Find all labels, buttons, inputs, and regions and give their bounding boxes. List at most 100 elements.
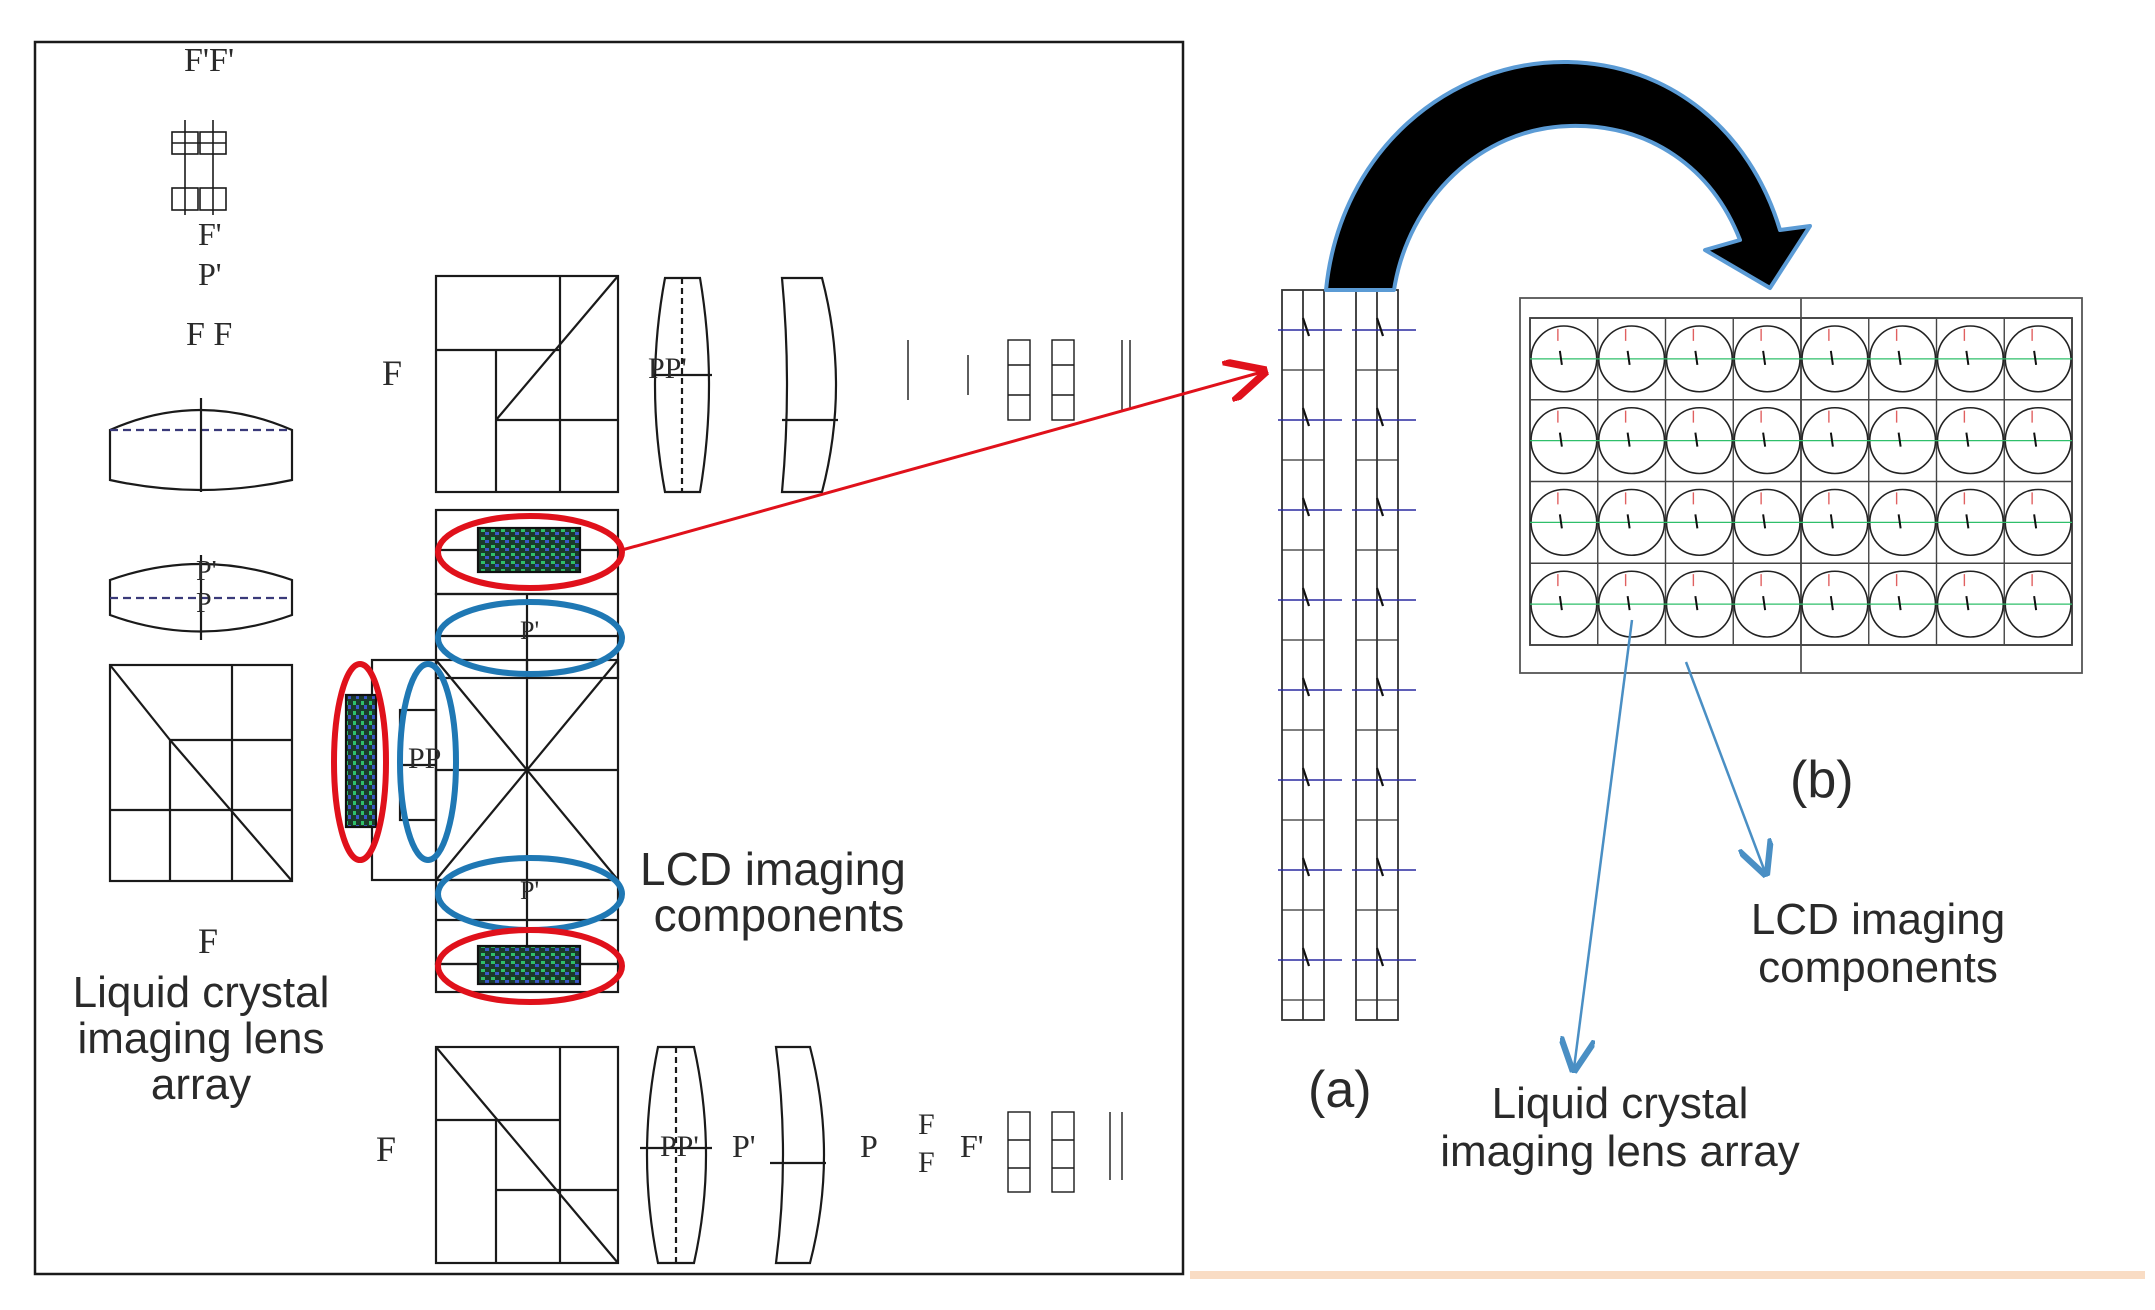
glyph-f-prime-top: F'	[198, 216, 222, 252]
panel-a-ray-mark	[1301, 407, 1311, 427]
label-lens-array-right-line1: Liquid crystal	[1491, 1079, 1749, 1128]
panel-b-ray-mark	[1694, 595, 1699, 611]
red-highlight-top	[435, 513, 625, 591]
panel-b-grid	[1529, 317, 2073, 646]
lcd-strip-left	[344, 693, 378, 829]
top-mini-lens-group	[171, 120, 227, 215]
panel-a-ray-mark	[1375, 677, 1385, 697]
label-lcd-components-right: LCD imaging components	[1718, 896, 2038, 992]
bottom-lens-2	[774, 1045, 826, 1265]
left-prism-square	[108, 663, 294, 883]
panel-a-ray-mark	[1375, 587, 1385, 607]
label-lcd-components-right-line1: LCD imaging	[1750, 895, 2006, 944]
label-lens-array-left-line2: imaging lens	[77, 1014, 325, 1063]
panel-b-ray-mark	[1965, 350, 1970, 366]
panel-a-lens-columns	[1278, 289, 1416, 1021]
panel-b-ray-mark	[1965, 432, 1970, 447]
blue-callout-lens-array	[1574, 619, 1634, 1068]
glyph-f-left: F	[198, 921, 219, 961]
panel-b-ray-mark	[1965, 595, 1970, 611]
glyph-p-prime-upper-center: P'	[520, 616, 540, 645]
label-lens-array-left-line1: Liquid crystal	[72, 968, 330, 1017]
panel-b-ray-mark	[1762, 514, 1767, 529]
panel-b-ray-mark	[1626, 432, 1631, 447]
red-callout-arrow	[621, 372, 1262, 552]
panel-b-ray-mark	[1897, 350, 1902, 366]
panel-a-ray-mark	[1301, 857, 1311, 877]
panel-b-ray-mark	[2033, 432, 2038, 447]
left-figure-frame	[33, 40, 1185, 1276]
panel-a-ray-mark	[1301, 767, 1311, 787]
glyph-p-left: P	[196, 588, 212, 619]
panel-a-ray-mark	[1375, 497, 1385, 517]
panel-a-ray-mark	[1301, 587, 1311, 607]
panel-b-ray-mark	[1694, 432, 1699, 447]
bottom-prism-square	[434, 1045, 620, 1265]
label-lcd-components-left-line1: LCD imaging	[640, 843, 906, 895]
left-lens-upper	[108, 408, 294, 492]
panel-b-ray-mark	[1897, 514, 1902, 529]
panel-a-ray-mark	[1375, 317, 1385, 337]
panel-b-ray-mark	[1829, 350, 1834, 366]
panel-b-ray-mark	[1694, 350, 1699, 366]
glyph-f-bottom-2: F	[918, 1146, 935, 1179]
label-lens-array-right: Liquid crystal imaging lens array	[1400, 1080, 1840, 1176]
blue-callout-lcd	[1684, 661, 1765, 872]
panel-a-ray-mark	[1375, 857, 1385, 877]
top-prism-square	[434, 274, 620, 494]
label-lens-array-right-line2: imaging lens array	[1440, 1127, 1800, 1176]
panel-b-ray-mark	[1558, 595, 1563, 611]
label-lens-array-left-line3: array	[150, 1060, 252, 1109]
blue-highlight-upper	[435, 599, 625, 677]
panel-a-ray-mark	[1301, 317, 1311, 337]
panel-b-ray-mark	[1829, 432, 1834, 447]
panel-b-lens-array	[1519, 297, 2083, 674]
panel-b-ray-mark	[2033, 350, 2038, 366]
panel-b-ray-mark	[1762, 595, 1767, 611]
glyph-p-prime-top: P'	[198, 256, 222, 292]
panel-b-ray-mark	[1558, 432, 1563, 447]
left-figure	[33, 40, 1185, 1276]
blue-highlight-left	[397, 661, 459, 863]
label-lcd-components-left: LCD imaging components	[640, 846, 906, 938]
panel-b-ray-mark	[1626, 350, 1631, 366]
glyph-f-top-left: F	[382, 353, 403, 393]
panel-b-ray-mark	[1762, 432, 1767, 447]
glyph-p-prime-bottom: P'	[732, 1128, 756, 1164]
panel-b-ray-mark	[1897, 595, 1902, 611]
glyph-f-prime-bottom: F'	[960, 1128, 984, 1164]
panel-a-ray-mark	[1301, 677, 1311, 697]
top-right-mini-components	[907, 339, 1131, 421]
label-lens-array-left: Liquid crystal imaging lens array	[46, 970, 356, 1108]
panel-a-label: (a)	[1308, 1061, 1372, 1119]
top-lens-1	[653, 276, 711, 494]
glyph-p-prime-left: P'	[196, 556, 217, 587]
highlight-ellipses	[331, 513, 625, 1005]
panel-a-ray-mark	[1301, 947, 1311, 967]
label-lcd-components-left-line2: components	[653, 889, 905, 941]
top-lens-2	[780, 276, 838, 494]
panel-b-label: (b)	[1790, 751, 1854, 809]
glyph-ff-prime-top: F'F'	[184, 42, 235, 79]
panel-a-ray-mark	[1375, 947, 1385, 967]
panel-a-row-dividers	[1278, 317, 1416, 1001]
glyph-f-bottom-1: F	[918, 1108, 935, 1141]
panel-b-ray-mark	[1558, 514, 1563, 529]
label-lcd-components-right-line2: components	[1758, 943, 1998, 992]
panel-a-ray-mark	[1375, 407, 1385, 427]
panel-b-ray-mark	[1829, 514, 1834, 529]
lcd-strip-top	[476, 526, 582, 574]
glyph-pp-prime-bottom: PP'	[660, 1130, 699, 1163]
glyph-p-bottom: P	[860, 1128, 878, 1164]
curved-transition-arrow	[1324, 59, 1812, 292]
panel-b-ray-mark	[1626, 514, 1631, 529]
panel-b-ray-mark	[1965, 514, 1970, 529]
bottom-lens-1	[645, 1045, 708, 1265]
panel-b-ray-mark	[1897, 432, 1902, 447]
panel-b-ray-mark	[1829, 595, 1834, 611]
glyph-f-bottom-left: F	[376, 1129, 397, 1169]
glyph-ff-top: F F	[186, 316, 233, 353]
glyph-pp-center: PP	[408, 742, 442, 775]
glyph-p-prime-lower-center: P'	[520, 876, 540, 905]
